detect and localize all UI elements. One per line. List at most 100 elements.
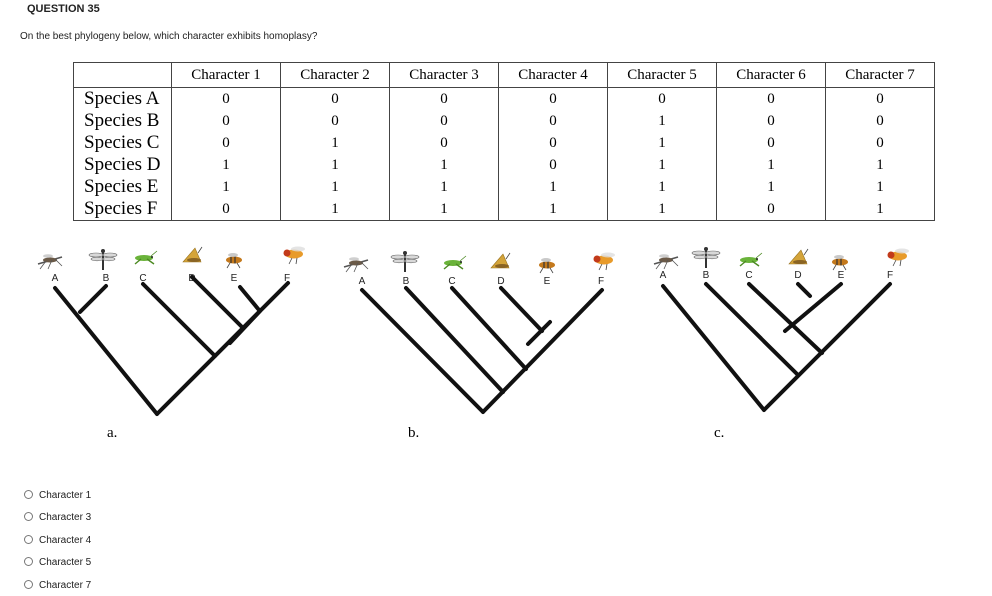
question-prompt: On the best phylogeny below, which chara… [20, 31, 318, 42]
tip-label-d: D [497, 276, 504, 287]
species-label: Species C [73, 132, 172, 154]
table-cell: 1 [607, 198, 717, 221]
table-row: Species A 0 0 0 0 0 0 0 [73, 87, 935, 110]
table-cell: 1 [607, 132, 717, 154]
mosquito-icon [37, 253, 63, 270]
fly-icon [887, 248, 910, 267]
table-cell: 1 [498, 176, 608, 198]
table-cell: 0 [389, 87, 499, 110]
mosquito-icon [343, 256, 369, 273]
tip-label-e: E [838, 270, 845, 281]
table-cell: 0 [498, 154, 608, 176]
table-cell: 0 [825, 132, 935, 154]
table-cell: 0 [171, 198, 281, 221]
tip-label-a: A [359, 276, 366, 287]
header-character-7: Character 7 [825, 62, 935, 88]
answer-options: Character 1 Character 3 Character 4 Char… [24, 483, 91, 596]
moth-icon [490, 252, 511, 269]
table-cell: 1 [280, 154, 390, 176]
table-cell: 1 [389, 154, 499, 176]
answer-option[interactable]: Character 1 [24, 483, 91, 506]
species-label: Species B [73, 110, 172, 132]
tip-label-b: B [103, 273, 110, 284]
answer-option-label: Character 1 [39, 489, 92, 501]
dragonfly-icon [691, 246, 721, 269]
tree-c-label: c. [714, 425, 724, 441]
radio-button[interactable] [24, 489, 33, 499]
species-label: Species D [73, 154, 172, 176]
table-header-row: Character 1 Character 2 Character 3 Char… [73, 62, 935, 88]
species-label: Species A [73, 87, 172, 110]
table-cell: 1 [280, 176, 390, 198]
tip-label-b: B [403, 276, 410, 287]
tip-label-a: A [52, 273, 59, 284]
table-cell: 1 [607, 110, 717, 132]
table-cell: 1 [825, 176, 935, 198]
radio-button[interactable] [24, 512, 33, 522]
fly-icon [283, 246, 306, 265]
answer-option[interactable]: Character 7 [24, 573, 91, 596]
table-cell: 0 [280, 87, 390, 110]
table-cell: 0 [825, 110, 935, 132]
table-cell: 1 [716, 154, 826, 176]
answer-option[interactable]: Character 5 [24, 551, 91, 574]
table-cell: 1 [716, 176, 826, 198]
species-label: Species E [73, 176, 172, 198]
table-cell: 1 [280, 198, 390, 221]
tip-label-e: E [231, 273, 238, 284]
table-row: Species E 1 1 1 1 1 1 1 [73, 176, 935, 198]
species-label: Species F [73, 198, 172, 221]
bee-icon [538, 257, 556, 274]
tip-label-f: F [284, 273, 290, 284]
tree-b-label: b. [408, 425, 419, 441]
table-cell: 0 [171, 110, 281, 132]
dragonfly-icon [88, 248, 118, 271]
tree-a: A B C D E F a. [37, 246, 306, 441]
table-cell: 1 [825, 198, 935, 221]
header-character-2: Character 2 [280, 62, 390, 88]
table-cell: 1 [389, 176, 499, 198]
moth-icon [182, 246, 203, 263]
header-character-5: Character 5 [607, 62, 717, 88]
table-cell: 0 [498, 87, 608, 110]
table-corner-cell [73, 62, 172, 88]
table-cell: 0 [389, 132, 499, 154]
radio-button[interactable] [24, 579, 33, 589]
table-cell: 0 [389, 110, 499, 132]
radio-button[interactable] [24, 557, 33, 567]
phylogeny-trees: A B C D E F a. A B C D E F [37, 246, 910, 441]
table-cell: 1 [498, 198, 608, 221]
tip-label-f: F [598, 276, 604, 287]
answer-option-label: Character 7 [39, 579, 92, 591]
grasshopper-icon [739, 252, 763, 267]
tree-b-branches [360, 286, 604, 414]
grasshopper-icon [443, 255, 467, 270]
table-cell: 1 [171, 176, 281, 198]
header-character-6: Character 6 [716, 62, 826, 88]
table-row: Species B 0 0 0 0 1 0 0 [73, 110, 935, 132]
table-cell: 0 [498, 110, 608, 132]
grasshopper-icon [134, 250, 158, 265]
table-cell: 0 [716, 87, 826, 110]
tree-a-branches [53, 275, 290, 416]
radio-button[interactable] [24, 534, 33, 544]
table-cell: 1 [607, 154, 717, 176]
fly-icon [593, 252, 616, 271]
table-cell: 0 [716, 198, 826, 221]
answer-option-label: Character 4 [39, 534, 92, 546]
table-cell: 0 [716, 110, 826, 132]
tip-label-f: F [887, 270, 893, 281]
question-title: QUESTION 35 [27, 3, 100, 15]
tree-b: A B C D E F b. [343, 250, 616, 441]
bee-icon [225, 252, 243, 269]
table-row: Species D 1 1 1 0 1 1 1 [73, 154, 935, 176]
mosquito-icon [653, 253, 679, 270]
answer-option-label: Character 3 [39, 512, 92, 524]
table-cell: 0 [498, 132, 608, 154]
tip-label-c: C [448, 276, 455, 287]
answer-option[interactable]: Character 4 [24, 528, 91, 551]
tree-a-label: a. [107, 425, 117, 441]
table-cell: 1 [280, 132, 390, 154]
answer-option[interactable]: Character 3 [24, 506, 91, 529]
tip-label-a: A [660, 270, 667, 281]
